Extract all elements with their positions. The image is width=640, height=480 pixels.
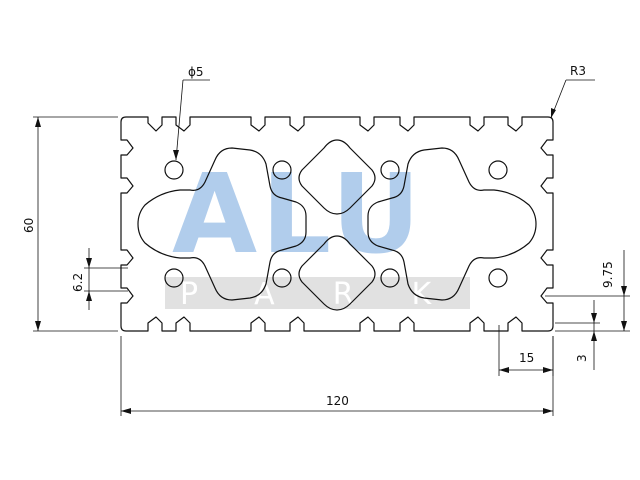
cavity-top-center — [298, 139, 376, 215]
cavity-left — [137, 147, 307, 301]
hole-top-4 — [488, 160, 508, 180]
dim-lip: 3 — [555, 300, 600, 370]
slot-depth-label: 9.75 — [601, 261, 615, 288]
dim-width: 120 — [120, 336, 554, 416]
hole-bottom-2 — [272, 268, 292, 288]
dim-height: 60 — [22, 116, 118, 332]
dim-diameter: ϕ5 — [173, 65, 210, 161]
hole-bottom-1 — [164, 268, 184, 288]
hole-top-2 — [272, 160, 292, 180]
height-label: 60 — [22, 218, 36, 233]
pitch-label: 15 — [519, 351, 534, 365]
cavity-bottom-center — [298, 235, 376, 311]
profile-outline — [120, 116, 554, 332]
dim-pitch: 15 — [498, 325, 554, 376]
width-label: 120 — [326, 394, 349, 408]
hole-top-1 — [164, 160, 184, 180]
cavity-right — [367, 147, 537, 301]
outer-contour — [120, 116, 554, 332]
lip-label: 3 — [575, 354, 589, 362]
watermark-sub: PARK — [180, 277, 489, 312]
dim-slot-width: 6.2 — [71, 248, 128, 310]
watermark-band — [165, 277, 470, 309]
slot-width-label: 6.2 — [71, 273, 85, 292]
radius-label: R3 — [570, 64, 586, 78]
hole-bottom-3 — [380, 268, 400, 288]
watermark: ALU PARK — [165, 150, 489, 312]
hole-bottom-4 — [488, 268, 508, 288]
dim-radius: R3 — [550, 64, 595, 119]
dim-slot-depth: 9.75 — [545, 250, 630, 332]
diameter-label: ϕ5 — [188, 65, 204, 79]
hole-top-3 — [380, 160, 400, 180]
core-holes — [164, 160, 508, 288]
watermark-brand: ALU — [172, 150, 425, 278]
